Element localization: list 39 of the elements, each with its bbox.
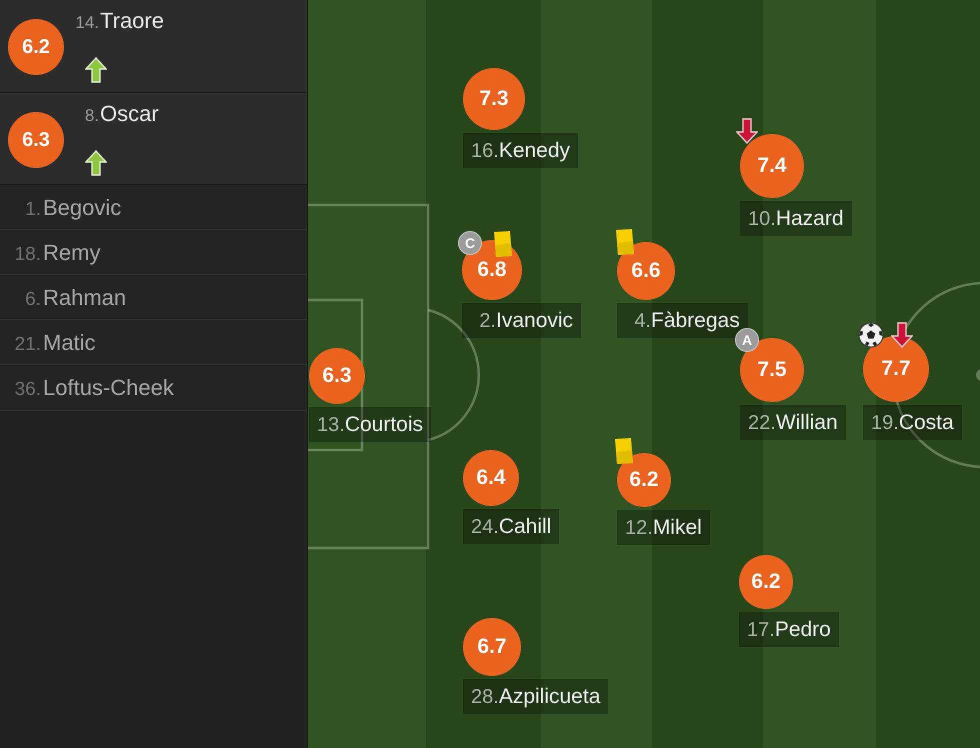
player-name: Matic bbox=[43, 329, 96, 357]
player-name: Mikel bbox=[652, 515, 702, 541]
substitute-row bbox=[0, 0, 307, 93]
shirt-number: 6. bbox=[24, 288, 41, 312]
shirt-number: 1. bbox=[24, 198, 41, 222]
shirt-number: 14. bbox=[74, 13, 99, 33]
player-name: Pedro bbox=[774, 617, 831, 643]
shirt-number: 4. bbox=[633, 309, 651, 334]
shirt-number: 13. bbox=[317, 413, 345, 438]
player-name: Loftus-Cheek bbox=[43, 374, 174, 402]
shirt-number: 28. bbox=[471, 685, 499, 710]
shirt-number: 12. bbox=[625, 516, 653, 541]
player-name: Azpilicueta bbox=[498, 684, 600, 710]
player-name: Rahman bbox=[43, 284, 126, 312]
shirt-number: 10. bbox=[748, 207, 776, 232]
shirt-number: 19. bbox=[871, 411, 899, 436]
player-name: Oscar bbox=[100, 101, 159, 127]
shirt-number: 24. bbox=[471, 515, 499, 540]
shirt-number: 36. bbox=[14, 378, 41, 402]
shirt-number: 22. bbox=[748, 411, 776, 436]
shirt-number: 21. bbox=[14, 333, 41, 357]
shirt-number: 16. bbox=[471, 139, 499, 164]
player-name: Kenedy bbox=[498, 138, 570, 164]
shirt-number: 17. bbox=[747, 618, 775, 643]
player-rating: 6.2 bbox=[8, 19, 64, 75]
shirt-number: 8. bbox=[84, 106, 99, 126]
player-name: Willian bbox=[776, 410, 838, 436]
substitute-row bbox=[0, 93, 307, 185]
shirt-number: 2. bbox=[478, 309, 496, 334]
player-name: Costa bbox=[898, 410, 954, 436]
player-name: Remy bbox=[43, 239, 100, 267]
player-name: Traore bbox=[100, 8, 164, 34]
player-name: Hazard bbox=[776, 206, 844, 232]
player-name: Begovic bbox=[43, 194, 122, 222]
player-name: Courtois bbox=[344, 412, 424, 438]
shirt-number: 18. bbox=[14, 243, 41, 267]
player-name: Cahill bbox=[498, 514, 552, 540]
player-name: Ivanovic bbox=[496, 308, 574, 334]
player-rating: 6.3 bbox=[8, 112, 64, 168]
